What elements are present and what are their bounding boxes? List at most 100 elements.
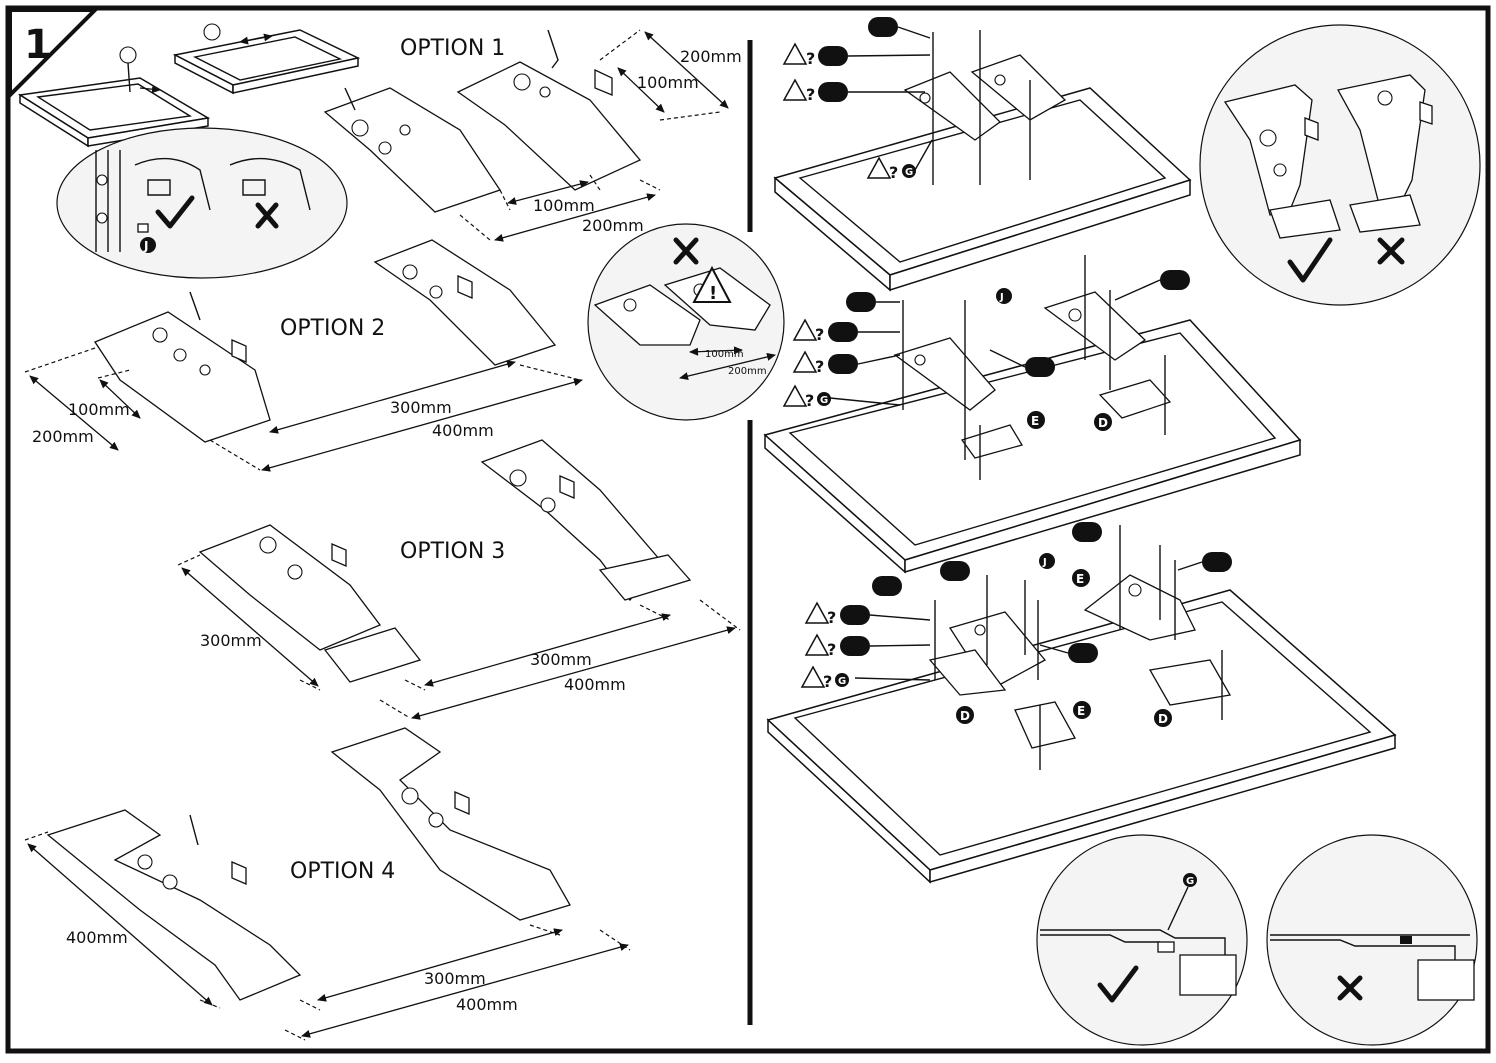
option-2-title: OPTION 2 (280, 316, 385, 341)
svg-text:?: ? (815, 325, 824, 344)
cross-icon (255, 202, 279, 229)
warning-icon (692, 265, 732, 303)
svg-text:D: D (1158, 712, 1168, 726)
opt2-dim-d: 400mm (432, 421, 494, 440)
warning-icon: ? (804, 601, 836, 627)
bolt-pill-icon (828, 354, 858, 374)
tv-back-small-2 (172, 23, 361, 95)
option-2-diagram: OPTION 2 100mm 200mm 300mm 400mm (24, 239, 583, 472)
part-badge-G (1183, 873, 1197, 887)
bolt-pill-icon (868, 17, 898, 37)
warning-icon: ? (782, 384, 814, 410)
option-4-title: OPTION 4 (290, 859, 395, 884)
svg-text:G: G (838, 676, 846, 687)
bolt-pill-icon (818, 82, 848, 102)
warning-icon: ? (804, 633, 836, 659)
part-badge-E (1073, 701, 1091, 719)
bolt-pill-icon (828, 322, 858, 342)
svg-text:E: E (1031, 414, 1039, 428)
bolt-pill-icon (872, 576, 902, 596)
part-badge-D (1094, 413, 1112, 431)
opt2-dim-b: 200mm (32, 427, 94, 446)
inset-dim-b: 200mm (728, 366, 767, 377)
tv-assembly-middle: ? ? ? G J E D (763, 255, 1302, 574)
cross-icon (673, 237, 699, 265)
opt1-dim-b: 100mm (637, 73, 699, 92)
opt3-dim-c: 400mm (564, 675, 626, 694)
spacer-wrong-inset (1266, 834, 1478, 1046)
opt2-dim-c: 300mm (390, 398, 452, 417)
opt4-dim-c: 400mm (456, 995, 518, 1014)
svg-text:J: J (143, 239, 148, 253)
part-badge-J (996, 288, 1012, 304)
cross-icon (1377, 237, 1405, 265)
tv-assembly-bottom: ? ? ? G J E E D D (766, 522, 1397, 884)
bolt-pill-icon (1202, 552, 1232, 572)
opt1-dim-c: 100mm (533, 196, 595, 215)
opt1-dim-a: 200mm (680, 47, 742, 66)
wrong-placement-inset: ! 100mm 200mm (587, 223, 785, 421)
svg-text:G: G (820, 395, 828, 406)
warning-icon: ? (792, 318, 824, 344)
opt3-dim-b: 300mm (530, 650, 592, 669)
opt3-dim-a: 300mm (200, 631, 262, 650)
warning-icon: ? (792, 350, 824, 376)
hook-check-inset: J (56, 127, 348, 279)
check-icon (155, 195, 195, 229)
spacer-correct-inset: G (1036, 834, 1248, 1046)
option-1-diagram: OPTION 1 200mm 100mm 100mm 200mm (323, 29, 742, 242)
bolt-pill-icon (940, 561, 970, 581)
part-badge-E (1072, 569, 1090, 587)
svg-text:?: ? (827, 608, 836, 627)
page-frame (5, 5, 1491, 1054)
bolt-pill-icon (1072, 522, 1102, 542)
svg-text:?: ? (889, 163, 898, 182)
check-icon (1097, 965, 1139, 1003)
svg-text:J: J (1042, 557, 1047, 568)
step-number: 1 (24, 22, 52, 68)
bolt-pill-icon (840, 636, 870, 656)
bolt-pill-icon (818, 46, 848, 66)
tv-assembly-top: ? ? ? G (773, 17, 1192, 292)
svg-text:?: ? (806, 85, 815, 104)
svg-text:?: ? (827, 640, 836, 659)
opt4-dim-a: 400mm (66, 928, 128, 947)
warning-icon: ? (782, 78, 815, 104)
tv-back-small-1 (17, 46, 211, 148)
bracket-orientation-inset (1199, 24, 1481, 306)
svg-text:?: ? (823, 672, 832, 691)
option-1-title: OPTION 1 (400, 36, 505, 61)
part-badge-J (1039, 553, 1055, 569)
part-badge-D (956, 706, 974, 724)
svg-text:E: E (1076, 572, 1084, 586)
check-icon (1287, 237, 1333, 283)
step-corner: 1 (8, 8, 100, 100)
option-3-diagram: OPTION 3 300mm 300mm 400mm (177, 439, 741, 720)
part-badge-G (817, 392, 831, 406)
bolt-pill-icon (1160, 270, 1190, 290)
svg-text:?: ? (815, 357, 824, 376)
warning-icon: ? (800, 665, 832, 691)
svg-text:!: ! (709, 283, 717, 304)
bolt-pill-icon (846, 292, 876, 312)
option-3-title: OPTION 3 (400, 539, 505, 564)
svg-text:?: ? (805, 391, 814, 410)
bolt-pill-icon (840, 605, 870, 625)
opt4-dim-b: 300mm (424, 969, 486, 988)
bolt-pill-icon (1068, 643, 1098, 663)
warning-icon: ? (782, 42, 815, 68)
part-badge-J (140, 237, 156, 253)
part-badge-G (835, 673, 849, 687)
warning-icon: ? (866, 156, 898, 182)
opt1-dim-d: 200mm (582, 216, 644, 235)
svg-text:G: G (905, 167, 913, 178)
svg-text:E: E (1077, 704, 1085, 718)
svg-text:?: ? (806, 49, 815, 68)
part-badge-G (902, 164, 916, 178)
part-badge-E (1027, 411, 1045, 429)
svg-text:G: G (1186, 876, 1194, 887)
option-4-diagram: OPTION 4 400mm 300mm 400mm (24, 727, 631, 1041)
cross-icon (1337, 975, 1363, 1001)
